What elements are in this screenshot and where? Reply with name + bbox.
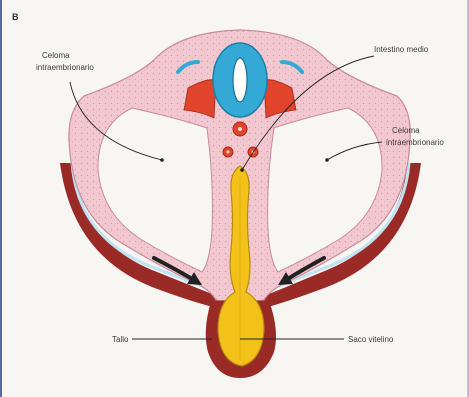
leader-celoma-left-dot (160, 158, 164, 162)
label-tallo: Tallo (112, 335, 129, 344)
leader-intestino-dot (240, 168, 244, 172)
dorsal-aorta-left-lumen (227, 151, 230, 154)
neural-canal (233, 58, 247, 102)
label-saco-vitelino: Saco vitelino (348, 335, 394, 344)
panel-letter: B (12, 12, 19, 22)
label-celoma-left-line2: intraembrionario (36, 63, 94, 72)
notochord-center (238, 127, 242, 131)
label-celoma-right-line2: intraembrionario (386, 138, 444, 147)
leader-celoma-right-dot (325, 158, 329, 162)
label-celoma-left-line1: Celoma (42, 51, 70, 60)
label-celoma-right-line1: Celoma (392, 126, 420, 135)
label-intestino-medio: Intestino medio (374, 45, 429, 54)
